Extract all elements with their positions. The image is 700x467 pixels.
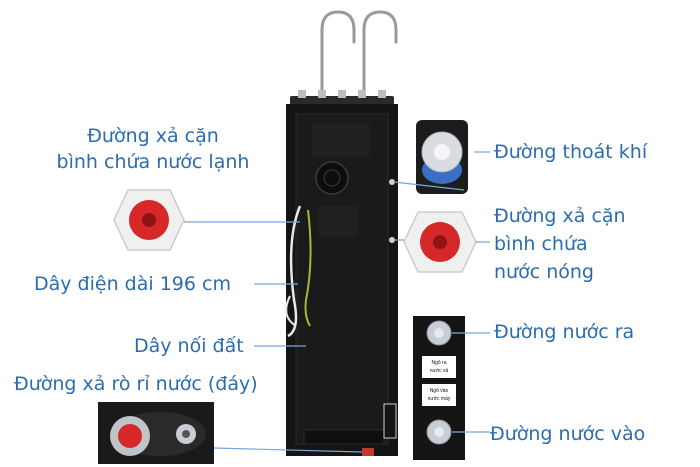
sticker-inlet-line2: nước máy (428, 396, 451, 402)
faucet-left (320, 10, 356, 102)
sticker-outlet-line1: Ngõ ra (431, 360, 446, 366)
label-power-cord: Dây điện dài 196 cm (34, 273, 231, 295)
label-hot-drain-line3: nước nóng (494, 261, 594, 283)
label-vent: Đường thoát khí (494, 141, 648, 163)
hot-drain-port (389, 237, 395, 243)
label-cold-drain-line2: bình chứa nước lạnh (56, 151, 250, 173)
top-connectors (290, 90, 394, 106)
sticker-inlet-line1: Ngõ vào (430, 388, 449, 394)
label-water-out: Đường nước ra (494, 321, 635, 343)
label-cold-drain-line1: Đường xả cặn (87, 125, 219, 147)
purifier-cabinet (285, 104, 398, 456)
panel-sticker-outlet (422, 356, 456, 378)
label-hot-drain-line1: Đường xả cặn (494, 205, 626, 227)
ground-wire (304, 209, 312, 327)
leader-lines (184, 151, 490, 453)
label-hot-drain-line2: bình chứa (494, 233, 588, 255)
hot-drain-cap (403, 211, 477, 273)
vent-port (389, 179, 395, 185)
panel-sticker-inlet (422, 384, 456, 406)
label-leak-drain: Đường xả rò rỉ nước (đáy) (14, 373, 258, 395)
faucet-right (362, 10, 398, 102)
side-panel: Ngõ ra nước xả Ngõ vào nước máy (383, 316, 465, 460)
leak-drain-closeup (98, 402, 214, 464)
bottom-drain-port (362, 448, 374, 456)
label-water-in: Đường nước vào (490, 423, 646, 445)
cold-drain-cap (113, 189, 185, 251)
faucets (320, 10, 398, 102)
vent-fitting-closeup (416, 120, 468, 194)
power-cord (287, 205, 302, 338)
label-ground-wire: Dây nối đất (134, 335, 244, 357)
fan-grille (315, 161, 349, 195)
sticker-outlet-line2: nước xả (430, 368, 449, 374)
